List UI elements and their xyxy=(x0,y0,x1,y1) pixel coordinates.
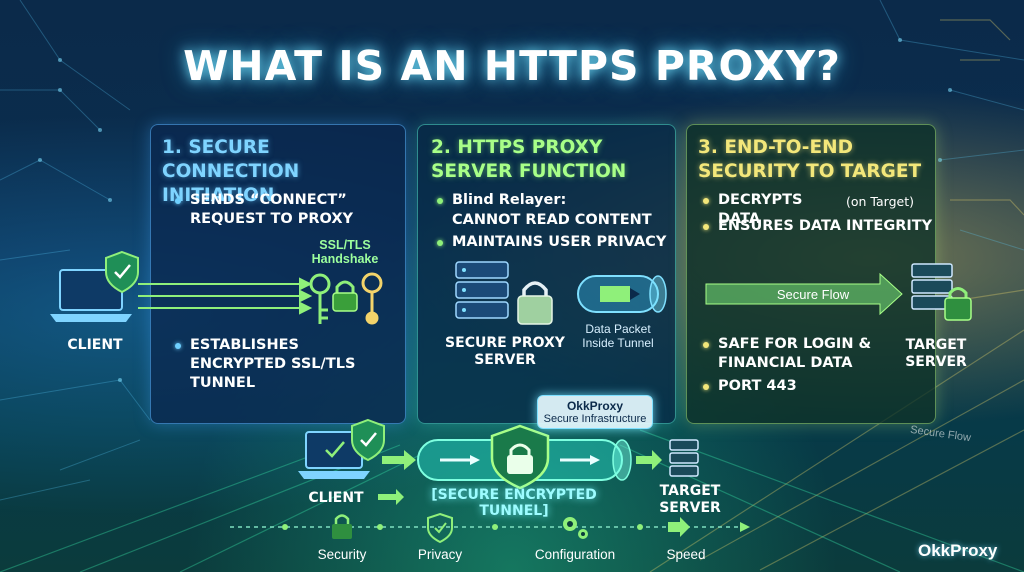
tunnel-shield-padlock-icon xyxy=(490,424,550,490)
client-laptop-icon xyxy=(50,269,132,322)
footer-privacy: Privacy xyxy=(417,547,463,562)
bullet-dot xyxy=(175,198,181,204)
target-server-icon xyxy=(911,263,953,310)
panel-3-bullet-integrity: ENSURES DATA INTEGRITY xyxy=(718,218,933,234)
bullet-dot xyxy=(175,343,181,349)
data-packet-label: Data Packet Inside Tunnel xyxy=(582,322,654,350)
bullet-dot xyxy=(703,198,709,204)
proxy-padlock-icon xyxy=(517,281,553,325)
bullet-dot xyxy=(437,240,443,246)
panel-2-bullet-privacy: MAINTAINS USER PRIVACY xyxy=(452,234,667,250)
handshake-arrows xyxy=(138,277,313,315)
padlock-icon xyxy=(332,280,358,312)
panel-2-title: 2. HTTPS Proxy Server Function xyxy=(431,137,627,182)
panel-connection-initiation xyxy=(150,124,406,424)
bullet-dot xyxy=(703,384,709,390)
data-packet-tunnel-icon xyxy=(577,275,667,313)
bottom-shield-check-icon xyxy=(351,418,385,462)
footer-speed-arrow-icon xyxy=(668,517,690,537)
proxy-server-icon xyxy=(455,261,509,319)
bottom-client-laptop-icon xyxy=(298,431,370,479)
handshake-label: SSL/TLS Handshake xyxy=(311,238,379,266)
gold-key-icon xyxy=(361,272,383,325)
panel-3-bullet-on-target: (on Target) xyxy=(846,194,914,209)
target-server-label: TARGET SERVER xyxy=(905,337,967,370)
bottom-client-label: CLIENT xyxy=(308,490,364,506)
bullet-dot xyxy=(437,198,443,204)
footer-configuration: Configuration xyxy=(534,547,616,562)
bottom-target-server-label: TARGET SERVER xyxy=(659,483,721,516)
footer-security: Security xyxy=(317,547,367,562)
panel-1-bullet-connect: Sends “CONNECT” request to proxy xyxy=(190,192,354,227)
footer-security-padlock-icon xyxy=(332,514,352,539)
footer-privacy-shield-icon xyxy=(427,512,453,544)
green-key-icon xyxy=(309,273,331,324)
panel-3-bullet-login: SAFE FOR LOGIN & FINANCIAL DATA xyxy=(718,336,872,371)
panel-2-bullet-blind-relayer: Blind Relayer: xyxy=(452,192,567,208)
okkproxy-infrastructure-badge: OkkProxy Secure Infrastructure xyxy=(537,395,653,429)
proxy-server-label: SECURE PROXY SERVER xyxy=(445,335,565,368)
panel-1-bullet-tunnel: Establishes encrypted SSL/TLS tunnel xyxy=(190,337,356,391)
badge-title: OkkProxy xyxy=(566,399,624,413)
bottom-arrow-right-icon xyxy=(636,450,662,470)
panel-end-to-end-security xyxy=(686,124,936,424)
bottom-target-server-icon xyxy=(669,439,699,477)
panel-1-title: 1. Secure Connection Initiation xyxy=(162,137,300,206)
client-label: CLIENT xyxy=(67,337,123,353)
panel-3-bullet-port: PORT 443 xyxy=(718,378,797,394)
bullet-dot xyxy=(703,342,709,348)
secure-encrypted-tunnel-label: [SECURE ENCRYPTED TUNNEL] xyxy=(431,487,597,519)
badge-subtitle: Secure Infrastructure xyxy=(543,413,647,425)
brand-logo-text: OkkProxy xyxy=(918,541,998,560)
footer-speed: Speed xyxy=(666,547,706,562)
panel-3-bullet-decrypts: DECRYPTS DATA xyxy=(718,192,803,227)
secure-flow-arrow-icon xyxy=(705,272,903,316)
secure-flow-label: Secure Flow xyxy=(776,287,850,302)
bullet-dot xyxy=(703,224,709,230)
tunnel-label-arrow-icon xyxy=(378,489,404,505)
footer-configuration-gear-icon xyxy=(563,517,588,539)
panel-2-bullet-cannot-read: CANNOT READ CONTENT xyxy=(452,212,652,228)
panel-3-title: 3. End-to-End Security to Target xyxy=(698,137,922,182)
target-padlock-icon xyxy=(944,287,972,321)
client-shield-check-icon xyxy=(105,250,139,294)
page-title: WHAT IS AN HTTPS PROXY? xyxy=(183,42,841,90)
footer-timeline xyxy=(230,522,750,532)
bottom-arrow-right-icon xyxy=(382,450,416,470)
